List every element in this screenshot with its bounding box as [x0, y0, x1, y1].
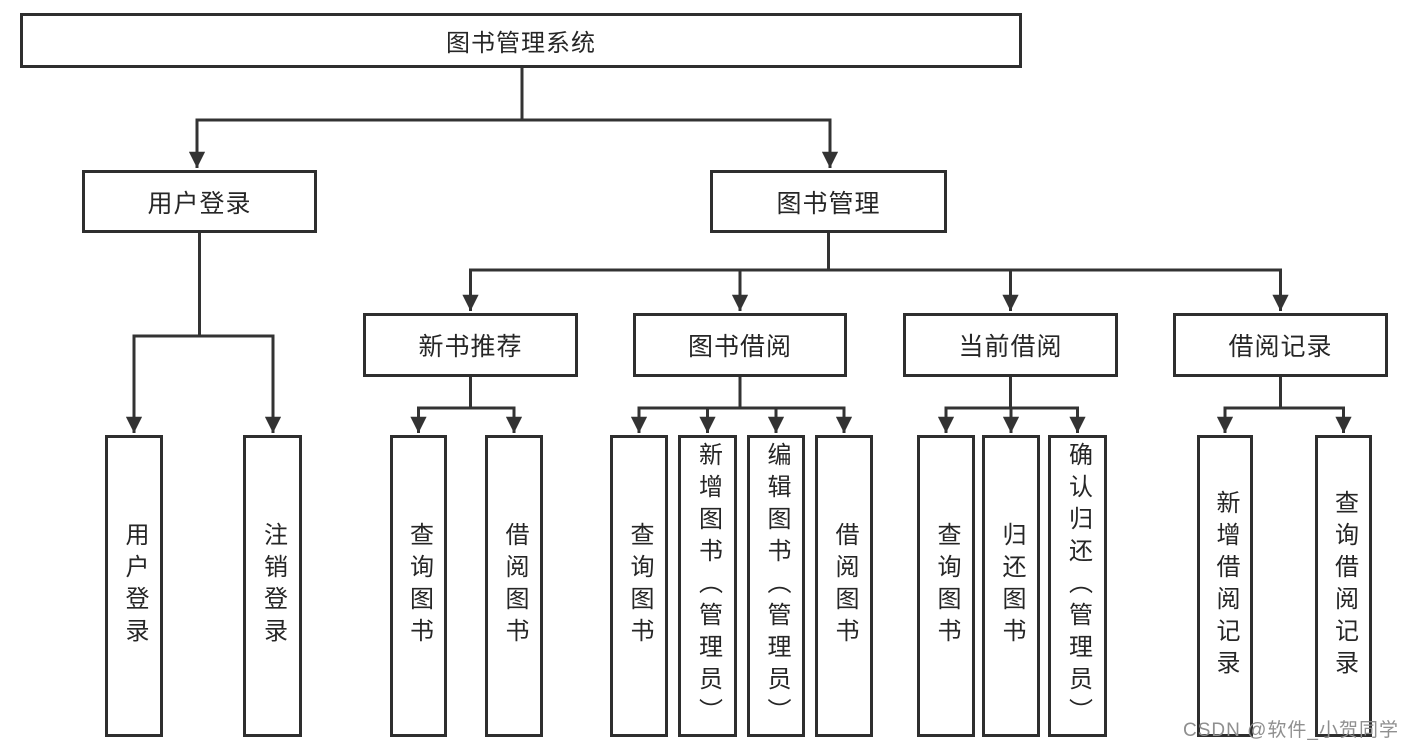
node-book-borrowing: 图书借阅 — [633, 313, 847, 377]
leaf-return-books: 归还图书 — [982, 435, 1040, 737]
node-user-login: 用户登录 — [82, 170, 317, 233]
node-book-borrowing-label: 图书借阅 — [687, 333, 792, 361]
leaf-user-login: 用户登录 — [105, 435, 163, 737]
leaf-add-book-admin-label: 新增图书（管理员） — [694, 442, 722, 730]
leaf-edit-book-admin-label: 编辑图书（管理员） — [763, 442, 790, 730]
node-current-borrowing: 当前借阅 — [903, 313, 1118, 377]
leaf-add-book-admin: 新增图书（管理员） — [678, 435, 737, 737]
watermark: CSDN @软件_小贺同学 — [1183, 720, 1399, 741]
node-new-book-recommend: 新书推荐 — [363, 313, 578, 377]
leaf-confirm-return-admin: 确认归还（管理员） — [1048, 435, 1107, 737]
leaf-add-borrow-record-label: 新增借阅记录 — [1212, 490, 1239, 682]
leaf-confirm-return-admin-label: 确认归还（管理员） — [1064, 442, 1092, 730]
leaf-logout-login-label: 注销登录 — [259, 522, 287, 650]
node-new-book-recommend-label: 新书推荐 — [418, 333, 523, 361]
leaf-logout-login: 注销登录 — [243, 435, 302, 737]
node-book-management-label: 图书管理 — [776, 189, 881, 218]
node-book-management: 图书管理 — [710, 170, 947, 233]
leaf-borrow-books-recommend: 借阅图书 — [485, 435, 543, 737]
leaf-return-books-label: 归还图书 — [998, 522, 1025, 650]
node-library-system: 图书管理系统 — [20, 13, 1022, 68]
node-user-login-label: 用户登录 — [147, 189, 252, 218]
leaf-add-borrow-record: 新增借阅记录 — [1197, 435, 1253, 737]
node-borrowing-records-label: 借阅记录 — [1228, 333, 1333, 361]
leaf-query-books-borrowing: 查询图书 — [610, 435, 668, 737]
leaf-query-books-recommend: 查询图书 — [390, 435, 447, 737]
leaf-borrow-books-borrowing: 借阅图书 — [815, 435, 873, 737]
leaf-query-books-recommend-label: 查询图书 — [405, 522, 433, 650]
node-current-borrowing-label: 当前借阅 — [958, 333, 1063, 361]
leaf-query-borrow-record: 查询借阅记录 — [1315, 435, 1372, 737]
leaf-query-books-current-label: 查询图书 — [933, 522, 960, 650]
node-borrowing-records: 借阅记录 — [1173, 313, 1388, 377]
leaf-query-books-borrowing-label: 查询图书 — [626, 522, 653, 650]
leaf-borrow-books-recommend-label: 借阅图书 — [501, 522, 528, 650]
leaf-borrow-books-borrowing-label: 借阅图书 — [831, 522, 858, 650]
node-library-system-label: 图书管理系统 — [446, 30, 596, 57]
leaf-user-login-label: 用户登录 — [121, 522, 148, 650]
leaf-edit-book-admin: 编辑图书（管理员） — [747, 435, 805, 737]
leaf-query-borrow-record-label: 查询借阅记录 — [1330, 490, 1358, 682]
leaf-query-books-current: 查询图书 — [917, 435, 975, 737]
